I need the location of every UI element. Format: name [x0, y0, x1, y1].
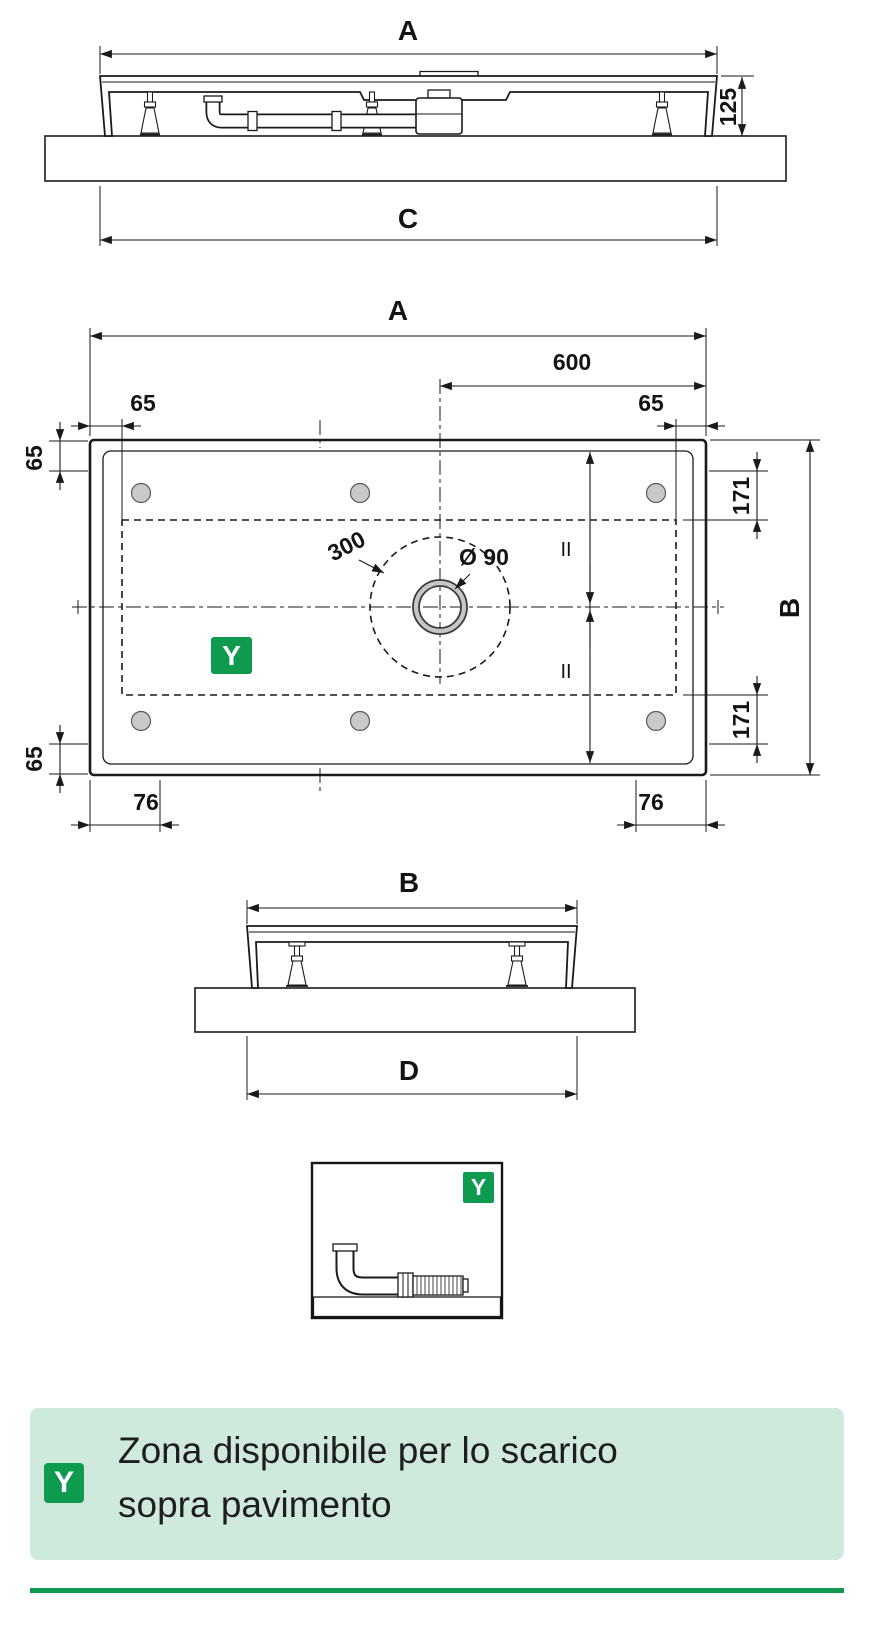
dim-label-171-top: 171 — [728, 477, 754, 516]
dimension-76-bottom-right: 76 — [617, 780, 725, 832]
foot — [140, 91, 160, 136]
hose-end-cap — [462, 1278, 469, 1293]
pipe-inlet-collar — [332, 1243, 358, 1252]
drain-pipe-detail — [332, 1243, 469, 1298]
bottom-green-rule — [30, 1588, 844, 1593]
equal-mark-upper: II — [560, 539, 571, 561]
dim-label-a-plan: A — [388, 295, 408, 326]
dimension-65-left-bottom: 65 — [21, 725, 88, 793]
legend-text: Zona disponibile per lo scarico sopra pa… — [118, 1424, 618, 1532]
dimension-a-top: A — [99, 15, 718, 74]
foot-circle — [349, 710, 371, 732]
foot-circle — [130, 482, 152, 504]
drain-detail-section: Y — [310, 1161, 504, 1320]
dimension-171-right-bottom: 171 — [683, 676, 768, 763]
dim-label-c: C — [398, 203, 418, 234]
side-view-section: A — [44, 15, 787, 246]
plan-view-section: A 600 65 65 65 — [21, 295, 820, 832]
dim-label-65-lt: 65 — [21, 445, 47, 471]
legend-zone-badge: Y — [44, 1463, 84, 1503]
dim-label-d: D — [399, 1055, 419, 1086]
drain-stub — [427, 89, 451, 99]
dimension-65-top-right: 65 — [638, 390, 725, 524]
dimension-b-right: B — [710, 439, 820, 776]
zone-badge-detail: Y — [463, 1172, 494, 1203]
dimension-171-right-top: 171 — [683, 452, 768, 539]
dimension-c-bottom: C — [99, 186, 718, 246]
dimension-d-bottom: D — [246, 1036, 578, 1100]
foot-circle — [349, 482, 371, 504]
dim-label-65-tl: 65 — [130, 390, 156, 416]
zone-badge-plan: Y — [211, 637, 252, 674]
pipe-coupling — [397, 1272, 414, 1298]
dim-label-76-right: 76 — [638, 789, 664, 815]
dim-label-b-plan: B — [774, 598, 805, 618]
dim-label-a-side: A — [398, 15, 418, 46]
dimension-b-top: B — [246, 867, 578, 924]
drain-diameter-callout: Ø 90 — [454, 544, 509, 590]
adjustable-feet-end — [286, 941, 528, 987]
dimension-600: 600 — [440, 349, 706, 391]
dimension-a-plan: A — [89, 295, 707, 436]
pipe-coupling — [331, 110, 342, 132]
drain-outlet — [412, 579, 468, 635]
foot-circle — [645, 482, 667, 504]
foot — [506, 941, 528, 987]
drain-piping — [203, 89, 463, 135]
legend-badge-letter: Y — [53, 1466, 74, 1499]
dim-label-b-end: B — [399, 867, 419, 898]
equal-mark-lower: II — [560, 661, 571, 683]
zone-badge-box — [211, 637, 252, 674]
dimension-76-bottom-left: 76 — [71, 780, 179, 832]
equal-split-dimension: II II — [560, 452, 595, 763]
foot — [652, 91, 672, 136]
end-view-section: B — [194, 867, 636, 1100]
foot-positions — [130, 482, 667, 732]
tray-cross-section — [99, 70, 718, 137]
dim-label-125: 125 — [715, 88, 741, 127]
foot — [286, 941, 308, 987]
floor-slab — [194, 987, 636, 1033]
floor-slab — [44, 135, 787, 182]
legend-line-1: Zona disponibile per lo scarico — [118, 1430, 618, 1471]
pipe-coupling — [247, 110, 258, 132]
drain-grate-bump — [419, 70, 479, 76]
zone-badge-letter: Y — [471, 1174, 486, 1200]
zone-badge-box — [463, 1172, 494, 1203]
dim-label-65-tr: 65 — [638, 390, 664, 416]
dim-label-drain-diameter: Ø 90 — [459, 544, 509, 570]
dim-label-76-left: 76 — [133, 789, 159, 815]
foot-circle — [130, 710, 152, 732]
dimension-125-right: 125 — [715, 75, 754, 136]
dim-label-600: 600 — [553, 349, 591, 375]
dimension-65-left-top: 65 — [21, 422, 88, 490]
pipe-inlet-collar — [203, 95, 223, 103]
legend-panel: Y Zona disponibile per lo scarico sopra … — [30, 1408, 844, 1560]
dim-label-65-lb: 65 — [21, 746, 47, 772]
dimension-65-top-left: 65 — [71, 390, 156, 524]
zone-badge-letter: Y — [222, 640, 241, 671]
siphon-trap — [415, 97, 463, 135]
drawing-canvas: A — [21, 15, 820, 1320]
dim-label-171-bottom: 171 — [728, 701, 754, 740]
legend-line-2: sopra pavimento — [118, 1484, 392, 1525]
tray-cross-section-end — [246, 925, 578, 989]
foot-circle — [645, 710, 667, 732]
